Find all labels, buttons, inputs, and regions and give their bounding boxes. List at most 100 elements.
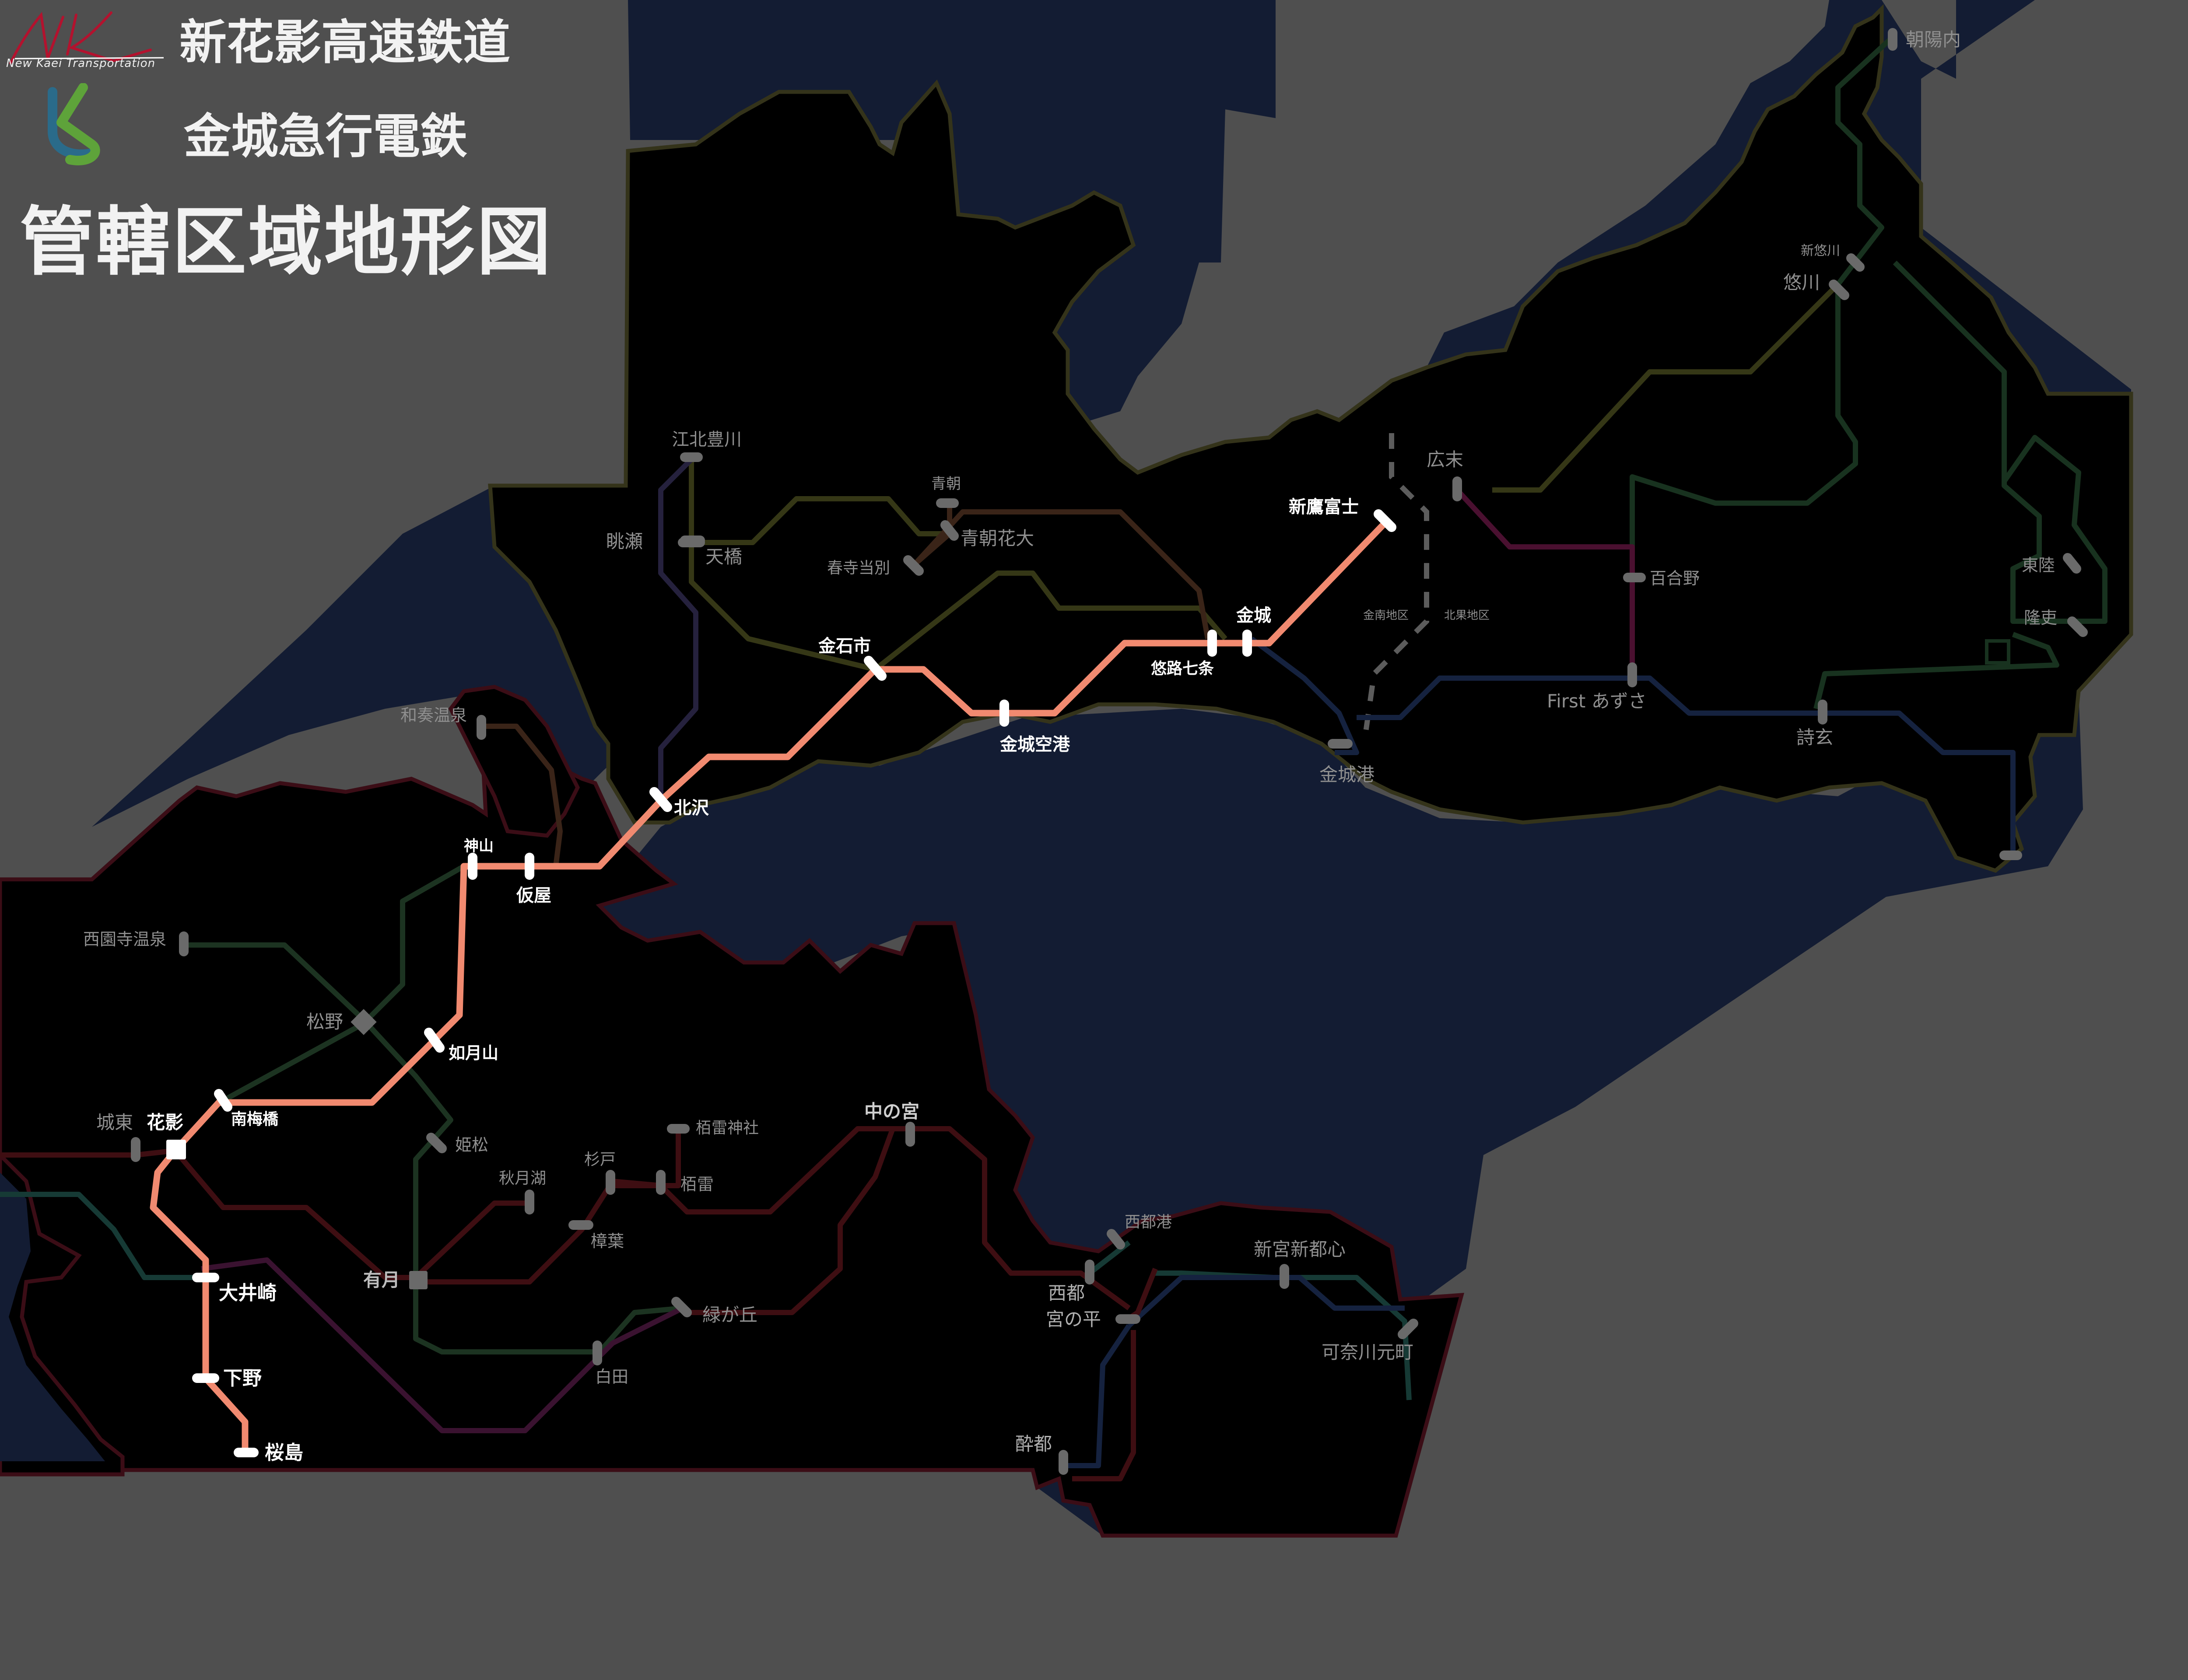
station-marker-ring-small (1985, 639, 2010, 665)
station-marker-ryuri[interactable] (2067, 616, 2088, 637)
label-shirota: 白田 (595, 1367, 628, 1386)
company-name-secondary: 金城急行電鉄 (184, 109, 468, 164)
label-sakurajima: 桜島 (265, 1442, 303, 1464)
label-aosa: 青朝 (931, 475, 961, 493)
label-miya-no-hira: 宮の平 (1046, 1309, 1101, 1330)
label-hokka-district: 北果地区 (1444, 609, 1490, 622)
station-labels-main: 新鷹富士 金城 悠路七条 金城空港 金石市 北沢 仮屋 神山 如月山 南梅橋 花… (147, 497, 1359, 1464)
land-areas (0, 4, 2133, 1538)
label-sugito: 杉戸 (584, 1151, 616, 1169)
label-suito: 酔都 (1015, 1433, 1052, 1455)
main-line (150, 518, 1390, 1452)
station-marker-aosa-hanadai[interactable] (940, 520, 959, 541)
line-east-blue (1250, 637, 2016, 858)
label-kohoku-toyokawa: 江北豊川 (672, 430, 742, 450)
nk-logo-caption: New Kaei Transportation (6, 57, 156, 70)
station-marker-minami-umebashi[interactable] (214, 1089, 232, 1112)
line-matsuno-green (226, 864, 465, 1101)
station-marker-kanagawa-motomachi[interactable] (1398, 1319, 1418, 1339)
label-matsuno: 松野 (306, 1011, 343, 1032)
station-marker-midorigaoka[interactable] (671, 1297, 692, 1317)
station-marker-kaei[interactable] (166, 1140, 186, 1159)
district-border (1363, 433, 1429, 735)
label-jotou: 城東 (96, 1112, 133, 1133)
label-arizuki: 有月 (363, 1269, 400, 1291)
line-south-blue (1063, 1275, 1405, 1468)
label-first-azusa: First あずさ (1547, 690, 1647, 712)
label-yuji-shichijo: 悠路七条 (1151, 660, 1214, 678)
label-akizukiko: 秋月湖 (499, 1169, 546, 1187)
line-north-green (1492, 282, 1840, 493)
label-kinnan-district: 金南地区 (1363, 609, 1409, 622)
land-south (0, 693, 1465, 1538)
label-saionji-onsen: 西園寺温泉 (83, 930, 166, 949)
label-kinjo-airport: 金城空港 (999, 735, 1070, 755)
line-magenta (1455, 488, 1635, 674)
station-marker-toriku[interactable] (2063, 553, 2081, 574)
header-block: New Kaei Transportation 新花影高速鉄道 金城急行電鉄 管… (0, 0, 613, 286)
district-border-north (1363, 433, 1429, 735)
label-kaei: 花影 (147, 1112, 183, 1133)
label-toganrai: 栢雷 (680, 1175, 714, 1194)
line-west-green (184, 942, 683, 1354)
station-marker-yukawa[interactable] (1829, 280, 1849, 300)
sea-west-bay (92, 486, 643, 827)
label-shin-yukawa: 新悠川 (1801, 243, 1840, 259)
nk-logo-icon (9, 11, 164, 64)
label-saito: 西都 (1048, 1282, 1085, 1304)
label-kinjo-port: 金城港 (1319, 764, 1375, 785)
label-hirosue: 広末 (1427, 449, 1463, 470)
label-naka-no-miya: 中の宮 (864, 1101, 919, 1122)
station-marker-shin-taka-fuji[interactable] (1374, 509, 1396, 532)
label-kariya: 仮屋 (516, 886, 551, 906)
label-kisaragiyama: 如月山 (449, 1043, 498, 1063)
other-station-markers (131, 28, 2088, 1475)
station-marker-saito-port[interactable] (1107, 1229, 1125, 1250)
label-shin-taka-fuji: 新鷹富士 (1289, 497, 1359, 517)
line-southwest-purple (201, 1257, 684, 1433)
station-marker-kanaishi[interactable] (864, 656, 887, 681)
label-shigen: 詩玄 (1796, 727, 1833, 748)
main-station-markers (192, 509, 1396, 1457)
label-toganrai-jinja: 栢雷神社 (696, 1119, 759, 1137)
station-marker-harudera-tobetsu[interactable] (903, 555, 924, 576)
label-toriku: 東陸 (2022, 556, 2055, 575)
sea-inlet-southwest (0, 1172, 105, 1461)
label-shingu-shintoshin: 新宮新都心 (1254, 1239, 1346, 1260)
label-amahashi: 天橋 (705, 546, 742, 567)
station-marker-shin-yukawa[interactable] (1846, 253, 1865, 272)
station-marker-arizuki[interactable] (409, 1271, 428, 1289)
main-line-path (150, 518, 1390, 1452)
station-marker-himematsu[interactable] (426, 1133, 447, 1153)
company-name-primary: 新花影高速鉄道 (179, 15, 511, 70)
label-yurino: 百合野 (1650, 569, 1700, 588)
station-marker-kisaragiyama[interactable] (424, 1028, 445, 1053)
line-purple (658, 457, 698, 801)
line-east-ring (1813, 260, 2107, 710)
line-southwest-darkred (0, 1148, 529, 1280)
label-midorigaoka: 緑が丘 (702, 1304, 757, 1326)
label-kanaishi: 金石市 (818, 636, 871, 656)
map-title: 管轄区域地形図 (20, 199, 553, 286)
line-northeast-darkgreen (1630, 33, 1897, 669)
label-kinjo: 金城 (1236, 606, 1271, 626)
line-north-olive (689, 459, 950, 672)
label-kitazawa: 北沢 (674, 798, 709, 818)
line-wakana-brown (481, 724, 563, 867)
label-kanagawa-motomachi: 可奈川元町 (1322, 1341, 1413, 1363)
station-marker-matsuno[interactable] (351, 1009, 377, 1035)
station-marker-kitazawa[interactable] (649, 787, 672, 812)
label-harudera-tobetsu: 春寺当別 (827, 559, 890, 577)
label-kamiyama: 神山 (464, 837, 494, 855)
label-kusuha: 樟葉 (591, 1232, 624, 1251)
label-oizaki: 大井崎 (219, 1282, 277, 1304)
label-minami-umebashi: 南梅橋 (231, 1110, 278, 1128)
label-ryuri: 隆吏 (2024, 608, 2057, 627)
label-saito-port: 西都港 (1125, 1213, 1172, 1231)
label-wakana-onsen: 和奏温泉 (400, 706, 467, 725)
label-yukawa: 悠川 (1783, 272, 1820, 293)
label-shimono: 下野 (223, 1367, 262, 1390)
label-asahinai: 朝陽内 (1906, 29, 1961, 50)
kk-logo-icon (48, 83, 100, 165)
